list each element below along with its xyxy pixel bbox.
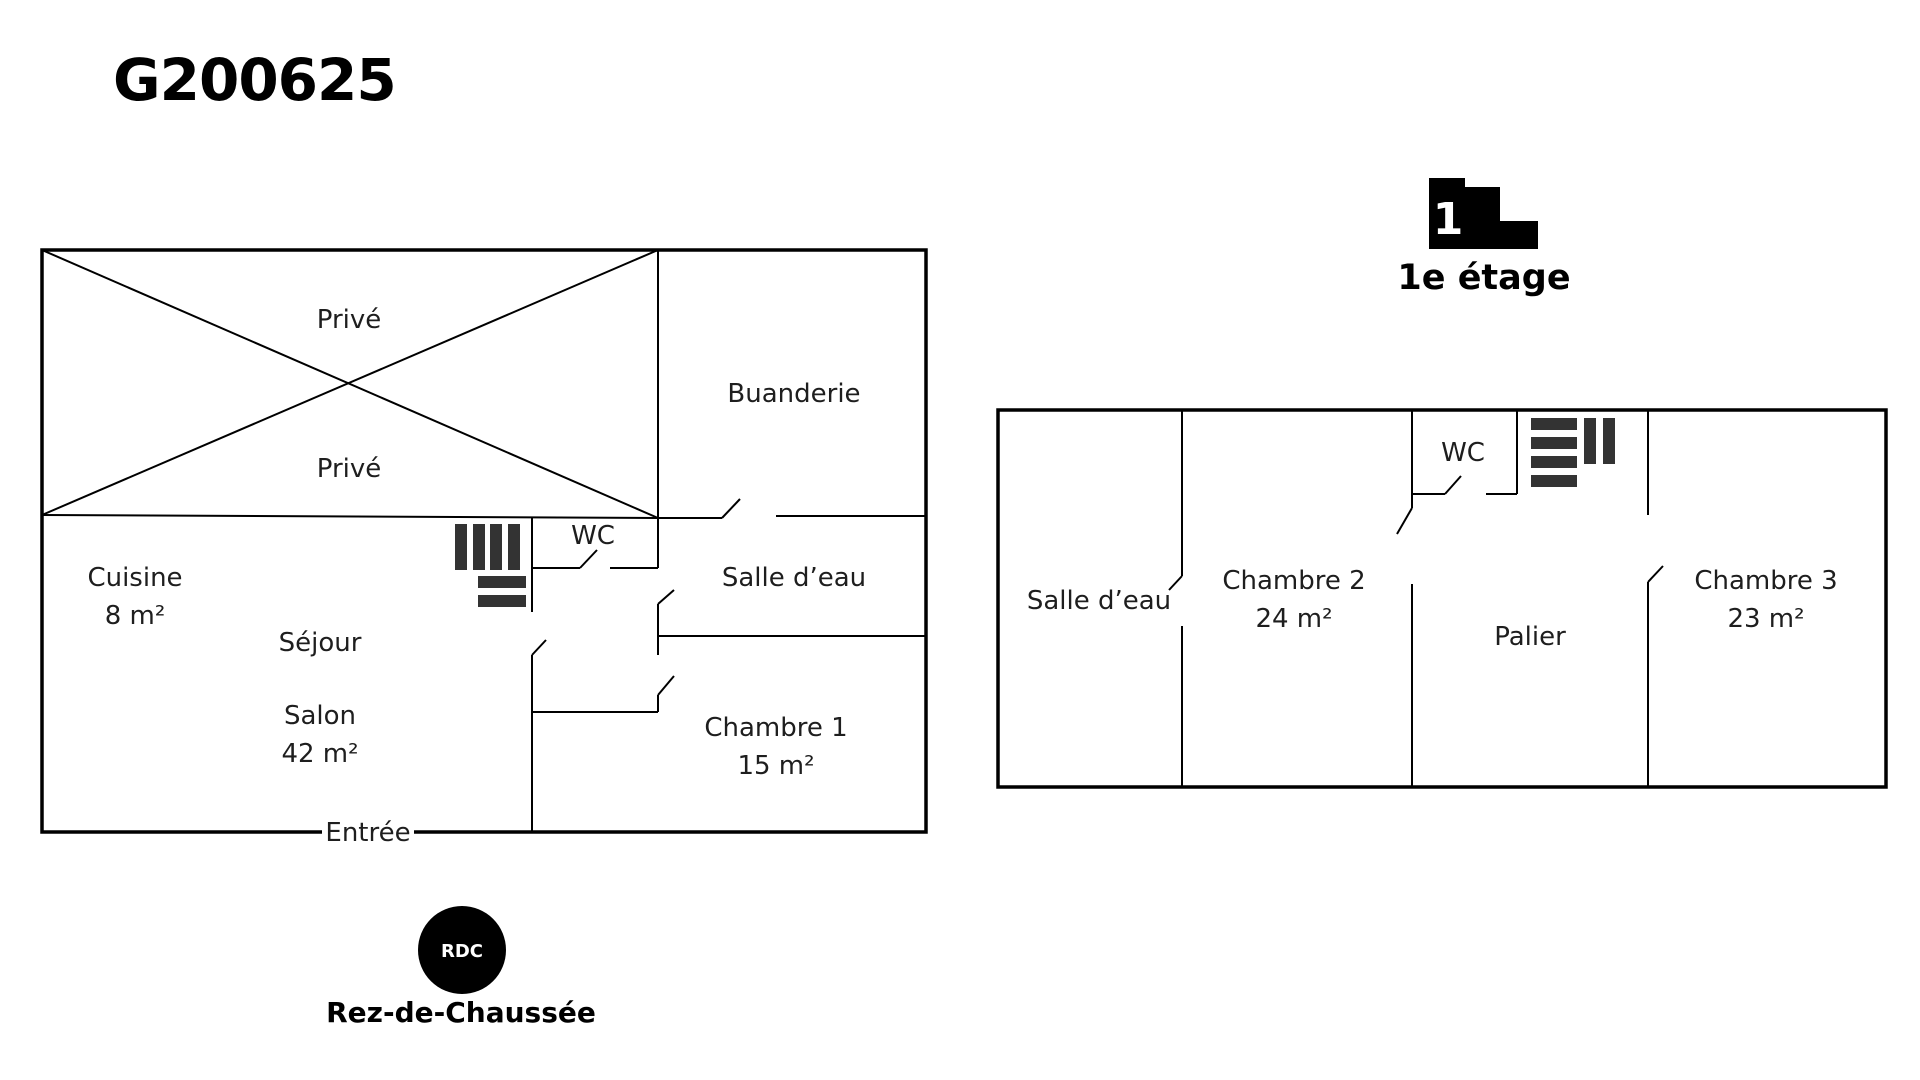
room-label-chambre-2: Chambre 2 — [1222, 566, 1365, 596]
room-label-prive: Privé — [317, 305, 382, 335]
room-label-salon: Salon — [284, 701, 356, 731]
room-label-prive: Privé — [317, 454, 382, 484]
door-swing — [579, 549, 598, 569]
stair-step — [1531, 418, 1577, 430]
stair-step — [478, 595, 526, 607]
door-swing — [1647, 565, 1664, 583]
door-swing — [1396, 507, 1413, 535]
rdc-badge-circle — [418, 906, 506, 994]
first-floor-plan — [996, 408, 1888, 789]
door-swing — [1168, 575, 1183, 591]
room-label-buanderie: Buanderie — [727, 379, 860, 409]
room-label-salle-deau: Salle d’eau — [722, 563, 866, 593]
rdc-badge-text: RDC — [441, 941, 483, 962]
stair-step — [455, 524, 467, 570]
stair-step — [490, 524, 502, 570]
ground-floor-badge: RDC — [418, 906, 506, 994]
first-floor-badge: 1 — [1429, 178, 1538, 249]
door-swing — [657, 589, 675, 605]
room-label-wc: WC — [1441, 438, 1485, 468]
door-swing — [657, 675, 675, 696]
room-label-wc: WC — [571, 521, 615, 551]
ground-floor-plan — [40, 248, 928, 834]
ground-room-labels: Privé Privé Buanderie Cuisine 8 m² WC Sa… — [87, 305, 866, 848]
room-label-chambre-1: Chambre 1 — [704, 713, 847, 743]
ground-stairs — [455, 524, 526, 607]
wall — [41, 514, 659, 519]
room-label-cuisine: Cuisine — [87, 563, 182, 593]
room-area-salon: 42 m² — [281, 739, 358, 769]
room-label-salle-deau: Salle d’eau — [1027, 586, 1171, 616]
room-area-chambre-3: 23 m² — [1727, 604, 1804, 634]
stair-step — [1531, 437, 1577, 449]
door-swing — [721, 498, 741, 519]
stair-step — [1531, 475, 1577, 487]
door-swing — [531, 639, 547, 656]
prive-cross-line — [41, 249, 659, 519]
stair-step — [508, 524, 520, 570]
first-floor-label: 1e étage — [1397, 258, 1571, 298]
stair-step — [473, 524, 485, 570]
room-label-palier: Palier — [1494, 622, 1566, 652]
first-stairs — [1531, 418, 1615, 487]
door-swing — [1444, 475, 1462, 495]
first-room-labels: WC Salle d’eau Chambre 2 24 m² Palier Ch… — [1027, 438, 1838, 652]
plan-reference-title: G200625 — [113, 46, 397, 114]
room-label-entree: Entrée — [325, 818, 410, 848]
stair-step — [1584, 418, 1596, 464]
first-outer-wall — [996, 408, 1888, 789]
ground-floor-label: Rez-de-Chaussée — [326, 996, 596, 1029]
room-label-chambre-3: Chambre 3 — [1694, 566, 1837, 596]
room-label-sejour: Séjour — [279, 628, 362, 658]
first-floor-badge-number: 1 — [1433, 194, 1464, 245]
stair-step — [1603, 418, 1615, 464]
room-area-chambre-1: 15 m² — [737, 751, 814, 781]
stair-step — [1531, 456, 1577, 468]
room-area-cuisine: 8 m² — [105, 601, 166, 631]
ground-outer-wall — [40, 248, 928, 834]
room-area-chambre-2: 24 m² — [1255, 604, 1332, 634]
stair-step — [478, 576, 526, 588]
stairs-icon — [1429, 178, 1538, 249]
prive-cross-line — [41, 249, 659, 516]
